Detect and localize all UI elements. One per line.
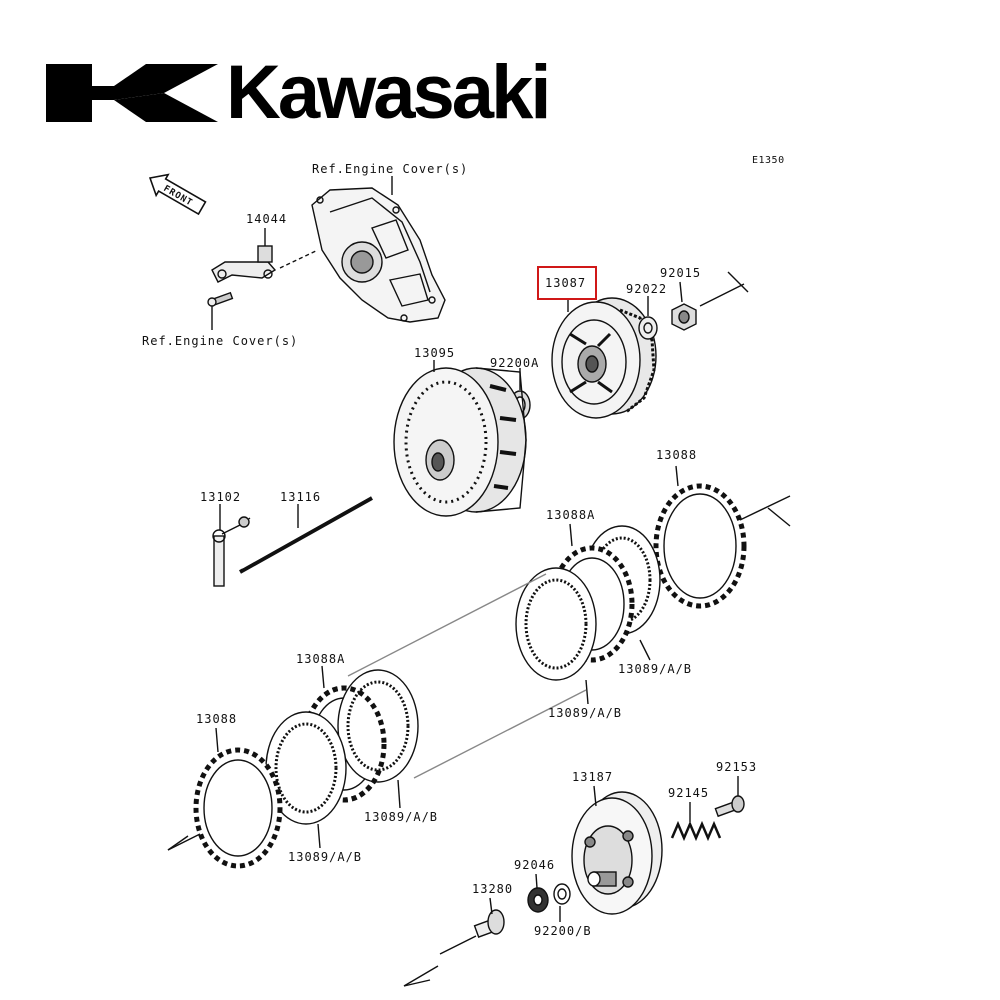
label-92200b: 92200/B: [534, 924, 592, 938]
label-13116: 13116: [280, 490, 322, 504]
label-13089ab-bottom: 13089/A/B: [288, 850, 363, 864]
label-92153: 92153: [716, 760, 758, 774]
label-92015: 92015: [660, 266, 702, 280]
label-ref-engine-cover-bottom: Ref.Engine Cover(s): [142, 334, 299, 348]
label-13089ab-right: 13089/A/B: [618, 662, 693, 676]
pressure-plate-13187-drawing: [571, 791, 663, 915]
label-13089ab-left: 13089/A/B: [364, 810, 439, 824]
diagram-code: E1350: [752, 155, 785, 166]
label-92145: 92145: [668, 786, 710, 800]
label-92200a: 92200A: [490, 356, 540, 370]
bolt-92153-drawing: [714, 795, 745, 818]
engine-cover-drawing: [311, 187, 446, 323]
push-lever-13102-drawing: [212, 516, 251, 587]
bearing-92046-drawing: [527, 887, 549, 913]
label-13280: 13280: [472, 882, 514, 896]
label-13088a-left: 13088A: [296, 652, 346, 666]
clutch-gear-13087-drawing: [551, 297, 657, 419]
friction-plate-13088-right-drawing: [653, 483, 747, 609]
lever-14044-drawing: [211, 245, 319, 283]
friction-plate-13088-left-drawing: [193, 747, 283, 869]
nut-92015-drawing: [671, 303, 697, 331]
clutch-hub-13095-drawing: [393, 367, 527, 517]
label-13087: 13087: [545, 276, 587, 290]
steel-plate-13089-center-drawing: [515, 567, 597, 681]
brand-name: Kawasaki: [226, 50, 551, 135]
push-rod-13116-drawing: [239, 496, 373, 574]
label-13088-right: 13088: [656, 448, 698, 462]
spring-92145-drawing: [670, 820, 722, 842]
highlight-box-13087: [537, 266, 597, 300]
label-13089ab-center: 13089/A/B: [548, 706, 623, 720]
kawasaki-k-logo-icon: [46, 64, 218, 122]
label-13187: 13187: [572, 770, 614, 784]
front-arrow-icon: [148, 173, 207, 216]
label-13102: 13102: [200, 490, 242, 504]
label-13088-left: 13088: [196, 712, 238, 726]
label-13088a-right: 13088A: [546, 508, 596, 522]
washer-92200b-drawing: [553, 883, 571, 905]
label-14044: 14044: [246, 212, 288, 226]
label-92022: 92022: [626, 282, 668, 296]
label-13095: 13095: [414, 346, 456, 360]
label-ref-engine-cover-top: Ref.Engine Cover(s): [312, 162, 469, 176]
label-92046: 92046: [514, 858, 556, 872]
washer-92022-drawing: [638, 316, 658, 340]
pusher-13280-drawing: [439, 909, 505, 955]
bolt-drawing: [207, 291, 234, 307]
steel-plate-13089-left-back-drawing: [337, 669, 419, 783]
